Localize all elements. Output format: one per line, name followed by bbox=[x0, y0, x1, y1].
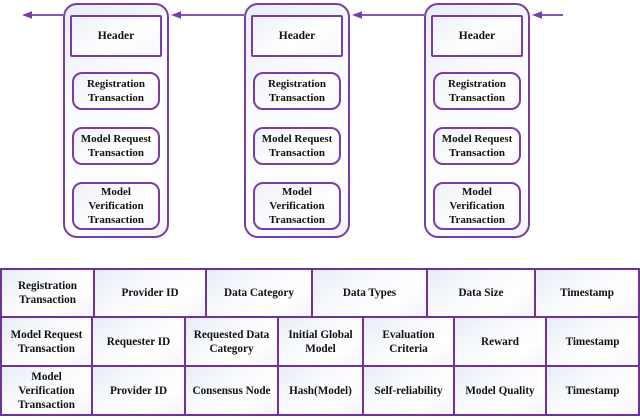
row-label-cell: Model Verification Transaction bbox=[0, 365, 93, 416]
field-cell: Timestamp bbox=[545, 316, 640, 367]
row-label-cell: Model Request Transaction bbox=[0, 316, 93, 367]
model-request-transaction-box: Model Request Transaction bbox=[72, 127, 160, 165]
field-cell: Timestamp bbox=[545, 365, 640, 416]
field-cell: Requested Data Category bbox=[184, 316, 279, 367]
field-cell: Consensus Node bbox=[184, 365, 279, 416]
field-cell: Reward bbox=[453, 316, 547, 367]
block-header: Header bbox=[70, 15, 162, 57]
model-request-transaction-box: Model Request Transaction bbox=[433, 127, 521, 165]
field-cell: Requester ID bbox=[91, 316, 186, 367]
block-header: Header bbox=[431, 15, 523, 57]
model-verification-transaction-box: Model Verification Transaction bbox=[253, 182, 341, 230]
field-cell: Self-reliability bbox=[362, 365, 455, 416]
field-cell: Data Category bbox=[205, 268, 313, 318]
field-cell: Evaluation Criteria bbox=[362, 316, 455, 367]
registration-transaction-box: Registration Transaction bbox=[253, 72, 341, 110]
field-cell: Data Types bbox=[311, 268, 428, 318]
model-request-transaction-box: Model Request Transaction bbox=[253, 127, 341, 165]
registration-transaction-box: Registration Transaction bbox=[72, 72, 160, 110]
field-cell: Provider ID bbox=[91, 365, 186, 416]
field-cell: Hash(Model) bbox=[277, 365, 364, 416]
block-header: Header bbox=[251, 15, 343, 57]
model-verification-transaction-box: Model Verification Transaction bbox=[433, 182, 521, 230]
registration-transaction-box: Registration Transaction bbox=[433, 72, 521, 110]
row-label-cell: Registration Transaction bbox=[0, 268, 95, 318]
field-cell: Data Size bbox=[426, 268, 536, 318]
model-verification-transaction-box: Model Verification Transaction bbox=[72, 182, 160, 230]
field-cell: Provider ID bbox=[93, 268, 207, 318]
field-cell: Timestamp bbox=[534, 268, 640, 318]
field-cell: Model Quality bbox=[453, 365, 547, 416]
field-cell: Initial Global Model bbox=[277, 316, 364, 367]
